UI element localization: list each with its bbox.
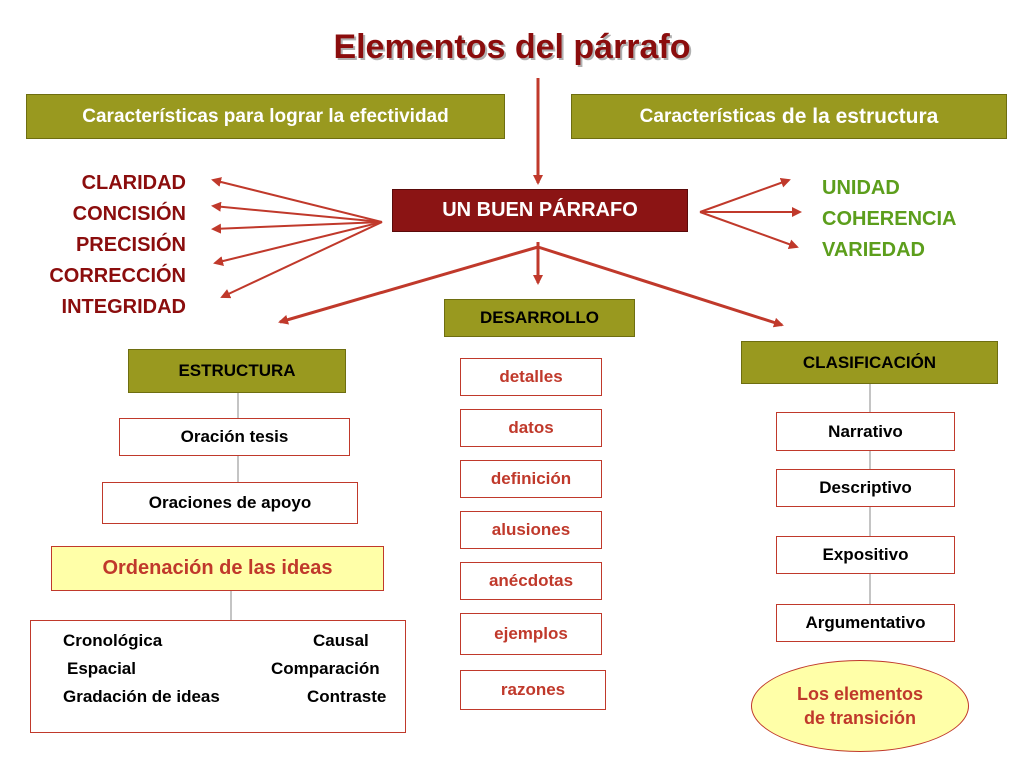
transicion-line-2: de transición: [803, 708, 917, 728]
clasificacion-item: Narrativo: [776, 412, 955, 451]
header-structure-sub: de la estructura: [781, 104, 939, 128]
list-item: Cronológica: [63, 631, 163, 650]
list-item: CORRECCIÓN: [49, 265, 186, 287]
list-item: Comparación: [271, 659, 380, 678]
oracion-tesis-box: Oración tesis: [119, 418, 350, 456]
desarrollo-item: datos: [460, 409, 602, 447]
header-structure-label: Características: [639, 105, 776, 127]
clasificacion-item: Argumentativo: [776, 604, 955, 642]
effectiveness-list: CLARIDAD CONCISIÓN PRECISIÓN CORRECCIÓN …: [0, 168, 186, 323]
structure-list: UNIDAD COHERENCIA VARIEDAD: [822, 173, 1022, 266]
list-item: VARIEDAD: [822, 239, 925, 261]
clasificacion-item: Expositivo: [776, 536, 955, 574]
list-item: Contraste: [307, 687, 387, 706]
header-effectiveness: Características para lograr la efectivid…: [26, 94, 505, 139]
header-structure: Características de la estructura: [571, 94, 1007, 139]
desarrollo-item: detalles: [460, 358, 602, 396]
list-item: Espacial: [67, 659, 136, 678]
list-item: INTEGRIDAD: [61, 296, 186, 318]
list-item: COHERENCIA: [822, 208, 957, 230]
transicion-ellipse: Los elementos de transición: [751, 660, 969, 752]
transicion-line-1: Los elementos: [796, 684, 924, 704]
oraciones-apoyo-box: Oraciones de apoyo: [102, 482, 358, 524]
page-title: Elementos del párrafo: [333, 28, 691, 66]
clasificacion-header: CLASIFICACIÓN: [741, 341, 998, 384]
list-item: CLARIDAD: [81, 172, 186, 194]
desarrollo-item: definición: [460, 460, 602, 498]
list-item: Causal: [313, 631, 369, 650]
ordenacion-header: Ordenación de las ideas: [51, 546, 384, 591]
list-item: CONCISIÓN: [72, 203, 186, 225]
desarrollo-item: ejemplos: [460, 613, 602, 655]
list-item: PRECISIÓN: [75, 234, 186, 256]
desarrollo-item: anécdotas: [460, 562, 602, 600]
estructura-header: ESTRUCTURA: [128, 349, 346, 393]
desarrollo-item: razones: [460, 670, 606, 710]
list-item: UNIDAD: [822, 177, 900, 199]
desarrollo-header: DESARROLLO: [444, 299, 635, 337]
ordenacion-box: Cronológica Espacial Gradación de ideas …: [30, 620, 406, 733]
center-node: UN BUEN PÁRRAFO: [392, 189, 688, 232]
list-item: Gradación de ideas: [63, 687, 220, 706]
clasificacion-item: Descriptivo: [776, 469, 955, 507]
desarrollo-item: alusiones: [460, 511, 602, 549]
